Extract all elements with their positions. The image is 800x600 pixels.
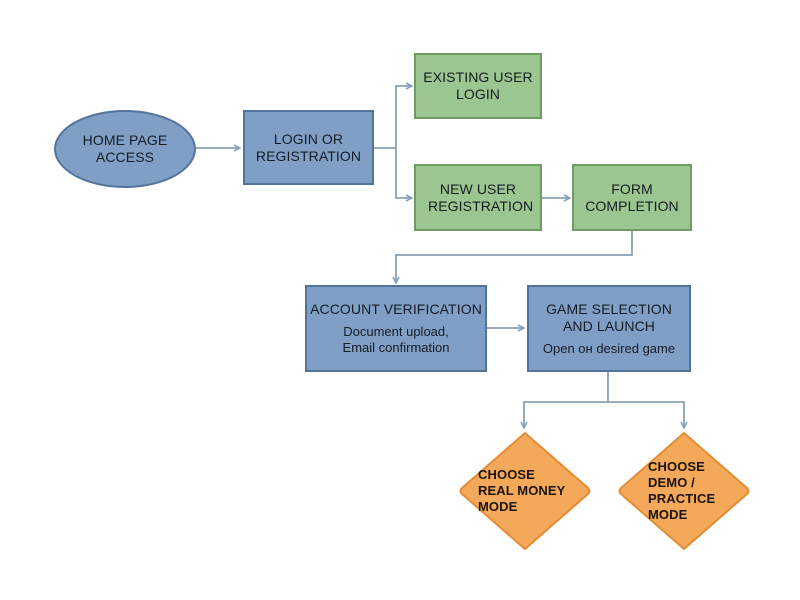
node-subtitle: Open oн desired game bbox=[542, 340, 676, 356]
node-title: EXISTING USER LOGIN bbox=[423, 69, 533, 102]
node-title: ACCOUNT VERIFICATION bbox=[310, 301, 482, 317]
login-or-registration-node: LOGIN OR REGISTRATION bbox=[243, 110, 374, 185]
node-subtitle: Document upload, Email confirmation bbox=[342, 324, 450, 355]
node-title: GAME SELECTION AND LAUNCH bbox=[546, 300, 672, 334]
node-title: LOGIN OR REGISTRATION bbox=[255, 130, 362, 164]
arrow-branch-to-real-money bbox=[524, 401, 608, 428]
node-title: CHOOSE REAL MONEY MODE bbox=[478, 467, 566, 514]
node-title: FORM COMPLETION bbox=[585, 180, 679, 214]
node-title: NEW USER REGISTRATION bbox=[428, 180, 534, 214]
form-completion-node: FORM COMPLETION bbox=[572, 164, 692, 231]
account-verification-node: ACCOUNT VERIFICATION Document upload, Em… bbox=[305, 285, 487, 372]
node-title: CHOOSE DEMO / PRACTICE MODE bbox=[648, 459, 716, 522]
arrow-branch-to-existing bbox=[395, 86, 412, 148]
game-selection-and-launch-node: GAME SELECTION AND LAUNCH Open oн desire… bbox=[527, 285, 691, 372]
home-page-access-node: HOME PAGE ACCESS bbox=[54, 110, 196, 188]
new-user-registration-node: NEW USER REGISTRATION bbox=[414, 164, 542, 231]
diamond-shape bbox=[459, 432, 591, 550]
arrow-form-to-verification bbox=[396, 231, 633, 283]
existing-user-login-node: EXISTING USER LOGIN bbox=[414, 53, 542, 119]
arrow-branch-to-new-user bbox=[395, 148, 412, 198]
node-title: HOME PAGE ACCESS bbox=[82, 132, 168, 165]
arrow-branch-to-demo bbox=[608, 401, 684, 428]
diamond-shape bbox=[618, 432, 750, 550]
demo-practice-mode-decision: CHOOSE DEMO / PRACTICE MODE bbox=[617, 430, 751, 552]
real-money-mode-decision: CHOOSE REAL MONEY MODE bbox=[458, 430, 592, 552]
